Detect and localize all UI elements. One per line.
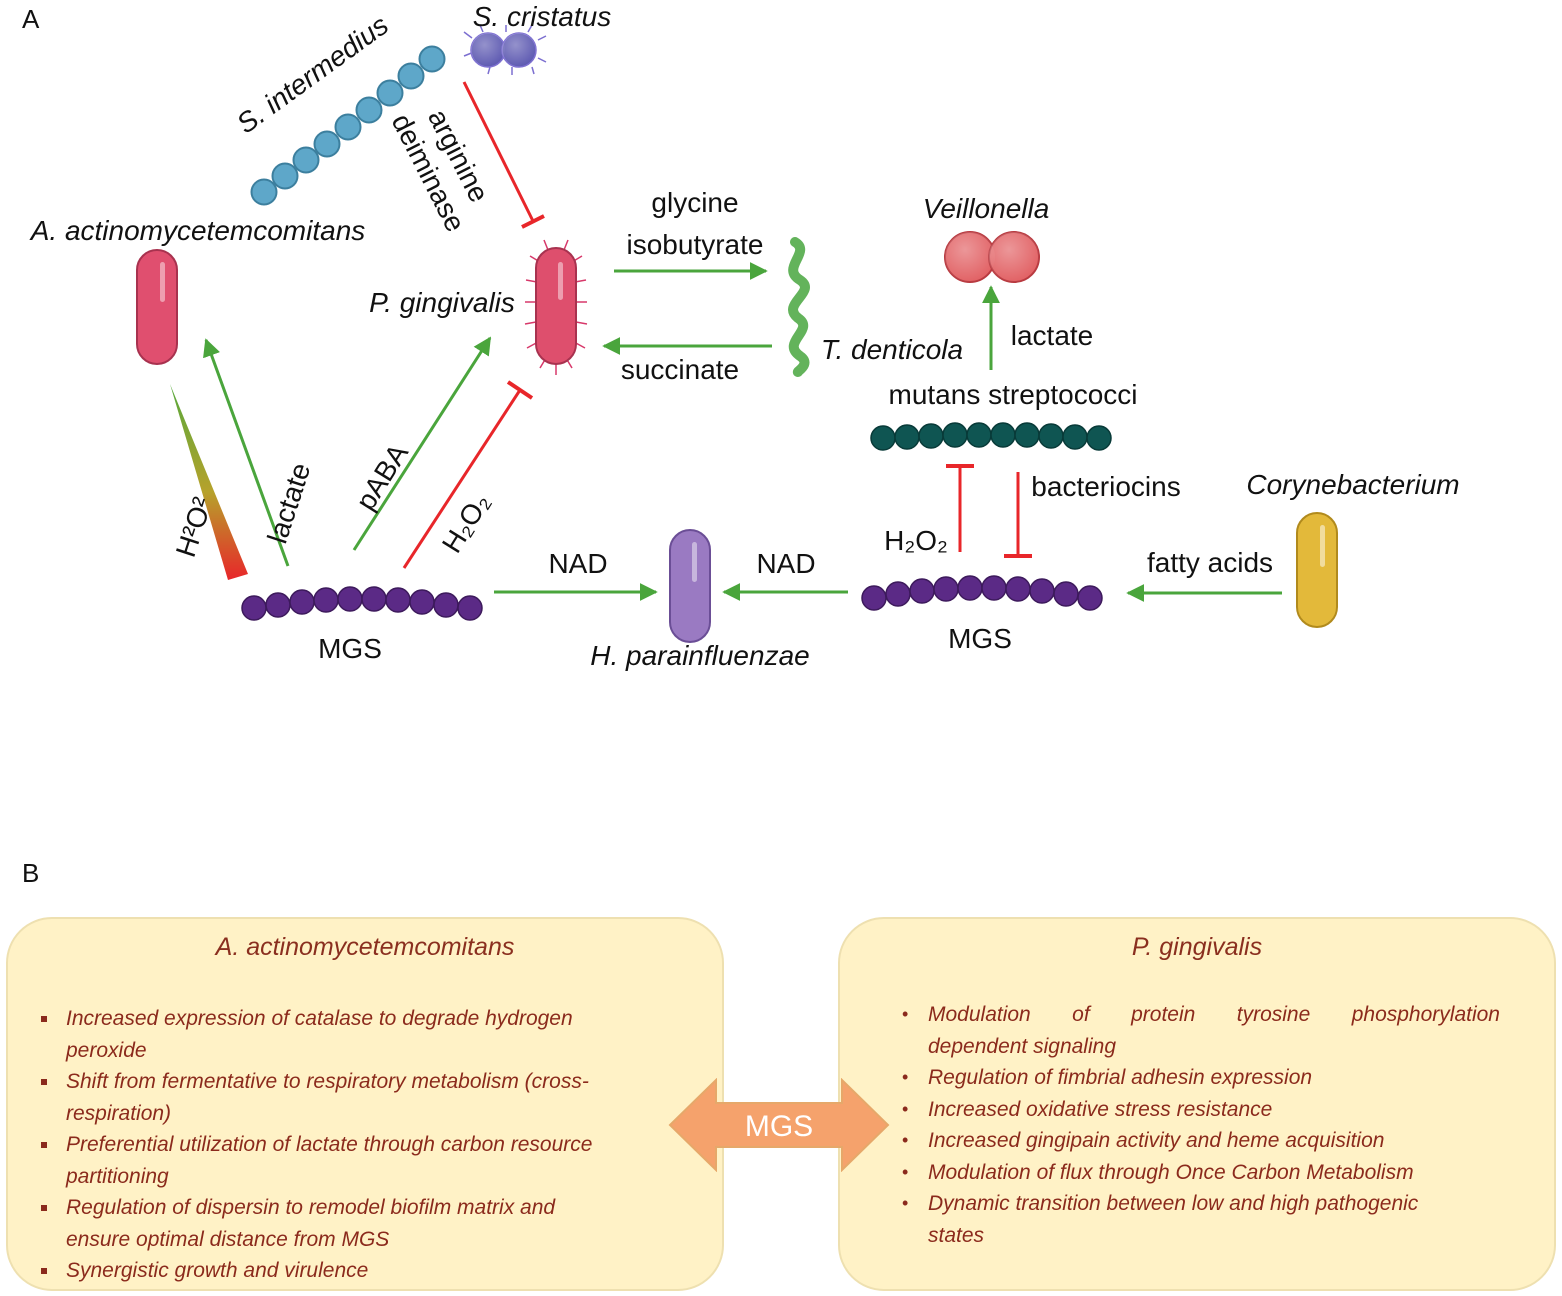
list-item: Modulation of flux through Once Carbon M… — [858, 1157, 1500, 1189]
td-label: T. denticola — [821, 334, 963, 365]
mgs-right-chain — [861, 575, 1103, 611]
mgs-double-arrow: MGS — [668, 1078, 890, 1172]
mgs-inhibit-pg-line — [402, 389, 522, 569]
panel-b-letter: B — [22, 858, 40, 888]
pg-effects-list: Modulation of protein tyrosine phosphory… — [858, 999, 1500, 1251]
h2o2-pg-label: H₂O₂ — [436, 488, 496, 558]
h2o2-mutans-label: H₂O₂ — [884, 525, 948, 556]
list-item: Regulation of dispersin to remodel biofi… — [16, 1192, 696, 1255]
s-intermedius-chain — [250, 45, 446, 206]
pg-label: P. gingivalis — [369, 287, 515, 318]
nad-right-label: NAD — [756, 548, 815, 579]
pg-effects-title: P. gingivalis — [1131, 933, 1263, 961]
list-item: Preferential utilization of lactate thro… — [16, 1129, 696, 1192]
nad-left-label: NAD — [548, 548, 607, 579]
cristatus-inhibit-pg-bar — [521, 214, 545, 229]
bacteriocins-label: bacteriocins — [1031, 471, 1180, 502]
aa-effects-title: A. actinomycetemcomitans — [215, 933, 515, 961]
list-item: Shift from fermentative to respiratory m… — [16, 1066, 696, 1129]
aa-effects-box: A. actinomycetemcomitans Increased expre… — [6, 917, 724, 1291]
mgs-inhibit-pg-bar — [506, 380, 534, 400]
h2o2-aa-label: H²O² — [170, 493, 218, 560]
corynebacterium-label: Corynebacterium — [1246, 469, 1459, 500]
list-item: Dynamic transition between low and high … — [858, 1188, 1500, 1251]
cristatus-inhibit-pg-line — [462, 81, 535, 222]
mgs-center-label: MGS — [745, 1110, 813, 1143]
pg-effects-box: P. gingivalis Modulation of protein tyro… — [838, 917, 1556, 1291]
aa-label: A. actinomycetemcomitans — [29, 215, 366, 246]
veillonella-cell — [944, 231, 1040, 283]
mgs-left-chain — [241, 586, 483, 621]
mgs-right-label: MGS — [948, 623, 1012, 654]
veillonella-label: Veillonella — [923, 193, 1050, 224]
fatty-acids-label: fatty acids — [1147, 547, 1273, 578]
td-cell — [788, 237, 810, 377]
mutans-label: mutans streptococci — [889, 379, 1138, 410]
list-item: Synergistic growth and virulence — [16, 1255, 696, 1287]
mgs-to-aa-lactate-arrow — [203, 338, 290, 567]
s-cristatus-cell — [463, 24, 547, 75]
s-cristatus-label: S. cristatus — [473, 1, 611, 32]
isobutyrate-label: isobutyrate — [627, 229, 764, 260]
list-item: Increased expression of catalase to degr… — [16, 1003, 696, 1066]
h2o2-gradient-wedge — [170, 384, 248, 580]
list-item: Regulation of fimbrial adhesin expressio… — [858, 1062, 1500, 1094]
succinate-label: succinate — [621, 354, 739, 385]
hp-label: H. parainfluenzae — [590, 640, 809, 671]
pg-cell — [524, 239, 588, 375]
corynebacterium-cell — [1296, 512, 1338, 628]
paba-label: pABA — [350, 438, 414, 515]
mgs-to-pg-paba-arrow — [352, 336, 492, 551]
list-item: Increased gingipain activity and heme ac… — [858, 1125, 1500, 1157]
mutans-chain — [870, 422, 1112, 451]
aa-effects-list: Increased expression of catalase to degr… — [16, 1003, 696, 1287]
panel-a-letter: A — [22, 4, 40, 34]
list-item: Increased oxidative stress resistance — [858, 1094, 1500, 1126]
lactate-veillonella-label: lactate — [1011, 320, 1094, 351]
lactate-aa-label: lactate — [261, 459, 316, 547]
aa-cell — [136, 249, 178, 365]
panel-a-diagram: A S. intermedius S. cristatus arginine d… — [22, 1, 1460, 671]
hp-cell — [669, 529, 711, 643]
list-item: Modulation of protein tyrosine phosphory… — [858, 999, 1500, 1062]
mgs-left-label: MGS — [318, 633, 382, 664]
glycine-label: glycine — [651, 187, 738, 218]
